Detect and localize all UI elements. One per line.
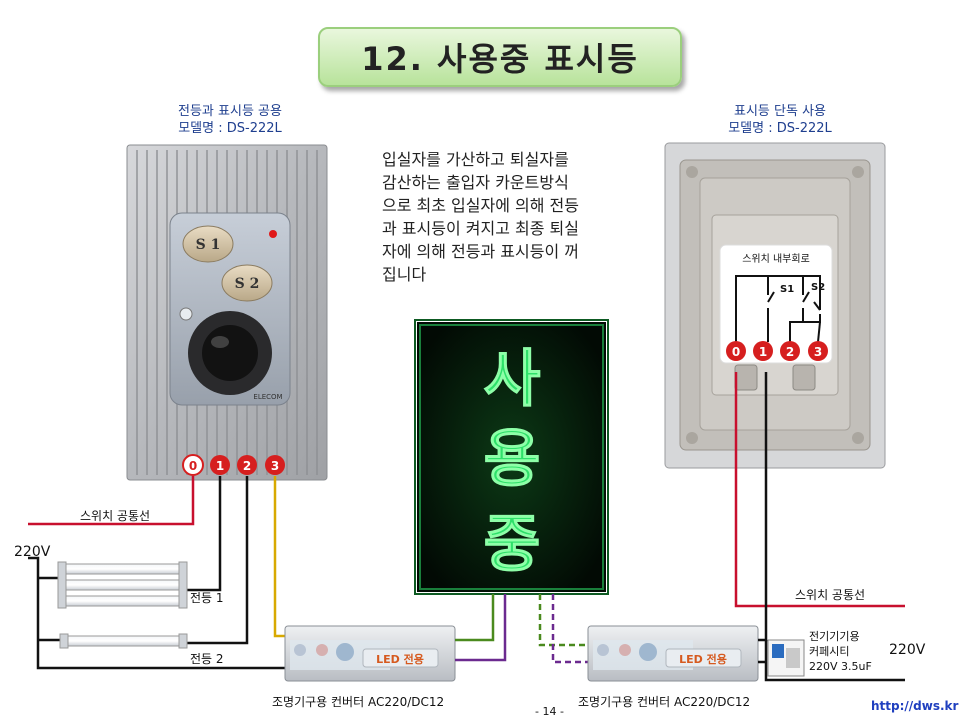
page-title: 12. 사용중 표시등	[361, 40, 639, 78]
in-use-sign	[414, 319, 609, 595]
left-device-model: 모델명 : DS-222L	[178, 121, 282, 136]
sensor-light-icon	[179, 307, 193, 321]
description-line: 감산하는 출입자 카운트방식	[382, 173, 569, 192]
led-indicator-icon	[269, 230, 277, 238]
page-number: - 14 -	[535, 705, 564, 718]
right-device-label: 표시등 단독 사용 모델명 : DS-222L	[700, 103, 860, 137]
right-device-usage: 표시등 단독 사용	[734, 104, 826, 119]
lamp-2-label: 전등 2	[190, 652, 224, 666]
right-terminals	[726, 341, 828, 361]
left-device-usage: 전등과 표시등 공용	[178, 104, 282, 119]
s2-button[interactable]	[221, 264, 273, 302]
sign-char-1: 사	[483, 342, 540, 415]
description-line: 으로 최초 입실자에 의해 전등	[382, 196, 579, 215]
s1-button[interactable]	[182, 225, 234, 263]
sign-char-3: 중	[483, 507, 540, 580]
right-terminal-2-label: 2	[786, 345, 794, 359]
left-wires	[28, 476, 290, 670]
circuit-s2-label: S2	[811, 282, 825, 293]
right-device-model: 모델명 : DS-222L	[728, 121, 832, 136]
sign-char-2: 용	[483, 422, 540, 495]
description-line: 과 표시등이 켜지고 최종 퇴실	[382, 219, 579, 238]
terminal-3-label: 3	[271, 459, 279, 473]
left-device-label: 전등과 표시등 공용 모델명 : DS-222L	[150, 103, 310, 137]
right-terminal-0-label: 0	[732, 345, 740, 359]
capacitor-label-line: 전기기기용	[809, 630, 860, 643]
left-converter-led-label: LED 전용	[376, 652, 424, 666]
description-line: 자에 의해 전등과 표시등이 꺼	[382, 242, 579, 261]
right-switch-device	[664, 142, 886, 469]
left-converter	[284, 625, 456, 682]
left-common-label: 스위치 공통선	[80, 509, 151, 523]
right-converter-led-label: LED 전용	[679, 652, 727, 666]
right-voltage-label: 220V	[889, 642, 926, 658]
terminal-0-label: 0	[189, 459, 197, 473]
internal-circuit	[735, 275, 821, 343]
lamp-2-fixture	[59, 633, 188, 649]
s1-label: S 1	[196, 237, 221, 253]
right-terminal-3-label: 3	[814, 345, 822, 359]
sign-wires	[455, 594, 590, 664]
title-banner: 12. 사용중 표시등	[318, 27, 682, 87]
capacitor	[767, 639, 805, 677]
terminal-1-label: 1	[216, 459, 224, 473]
right-terminal-1-label: 1	[759, 345, 767, 359]
right-converter-label: 조명기구용 컨버터 AC220/DC12	[578, 695, 751, 709]
website-link[interactable]: http://dws.kr	[871, 699, 959, 713]
left-converter-label: 조명기구용 컨버터 AC220/DC12	[272, 695, 445, 709]
right-converter	[587, 625, 759, 682]
lamp-1-label: 전등 1	[190, 591, 224, 605]
description-line: 집니다	[382, 265, 427, 284]
left-voltage-label: 220V	[14, 544, 51, 560]
left-terminals	[182, 454, 285, 476]
capacitor-label: 전기기기용 커페시티 220V 3.5uF	[809, 629, 872, 674]
right-wires	[734, 372, 905, 682]
capacitor-label-line: 220V 3.5uF	[809, 660, 872, 673]
capacitor-label-line: 커페시티	[809, 645, 850, 658]
left-switch-device	[126, 144, 328, 481]
brand-label: ELECOM	[253, 393, 282, 401]
circuit-s1-label: S1	[780, 284, 794, 295]
lamp-1-fixture	[57, 561, 188, 609]
terminal-2-label: 2	[243, 459, 251, 473]
circuit-title: 스위치 내부회로	[742, 252, 810, 265]
right-common-label: 스위치 공통선	[795, 588, 866, 602]
description-line: 입실자를 가산하고 퇴실자를	[382, 150, 569, 169]
s2-label: S 2	[235, 276, 260, 292]
description-text: 입실자를 가산하고 퇴실자를 감산하는 출입자 카운트방식 으로 최초 입실자에…	[382, 148, 662, 286]
